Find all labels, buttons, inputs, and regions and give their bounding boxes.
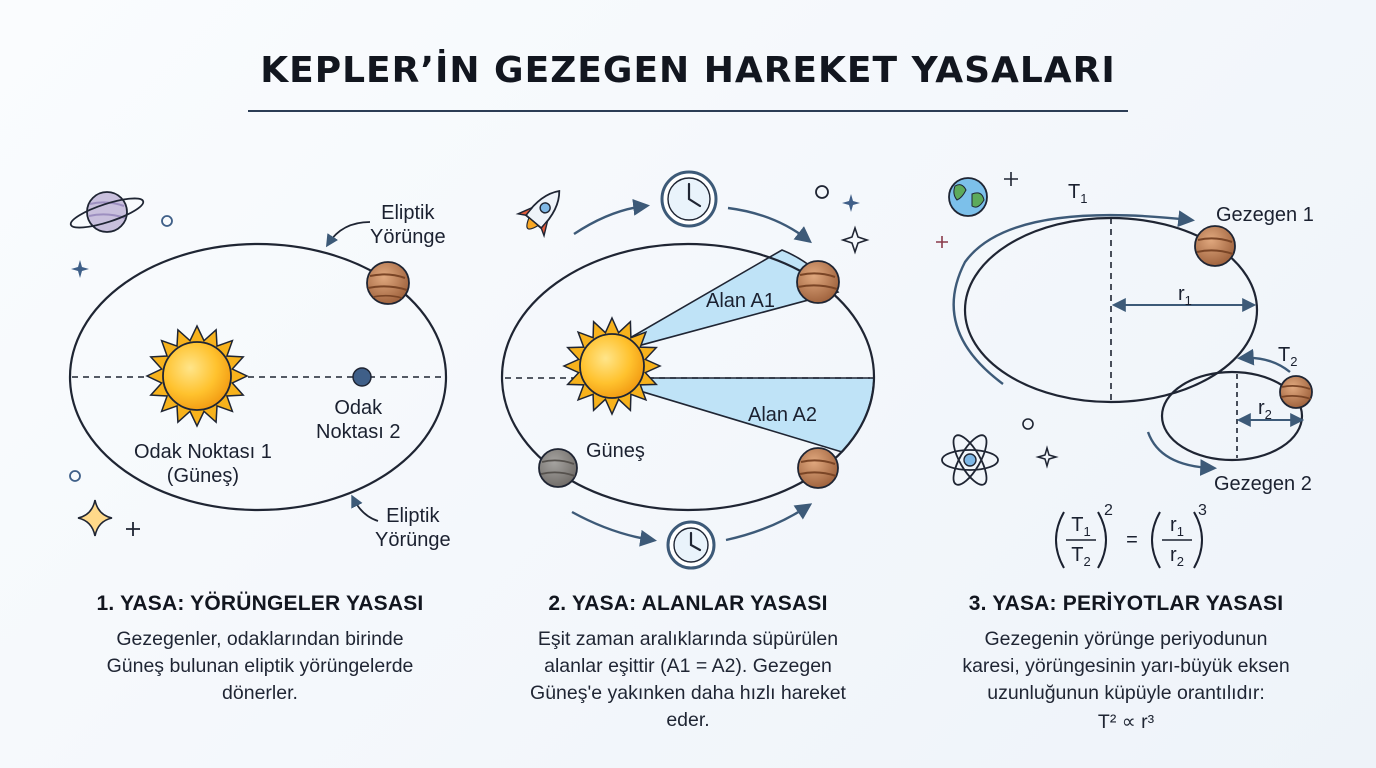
law1-label-arrow-bottom [351,494,379,522]
law2-orbit [500,242,876,512]
label-planet1: Gezegen 1 [1216,204,1314,226]
law1-description: Gezegenler, odaklarından birinde Güneş b… [106,628,414,704]
label-sun: Güneş [586,440,645,462]
plus-icon [936,236,948,248]
equation-exp-left: 2 [1104,502,1113,519]
planet-icon [796,260,840,304]
earth-icon [948,177,988,217]
atom-icon [941,434,999,486]
equation-den-left: T2 [1071,544,1091,569]
period-arrow-t1 [952,210,1196,385]
law1-diagram [68,191,448,537]
law1-label-arrow-top [325,221,371,248]
law2-diagram [500,170,876,570]
time-arrow [727,206,812,244]
equation-exp-right: 3 [1198,502,1207,519]
equation-num-right: r1 [1170,514,1184,539]
focus2-dot [352,367,372,387]
planet-icon [366,261,410,305]
law1-heading: 1. YASA: YÖRÜNGELER YASASI [96,592,424,615]
period-arrow-t2-top [1236,348,1291,373]
law3-formula: T² ∝ r³ [1097,711,1155,733]
label-area-a1: Alan A1 [706,290,775,312]
sparkle-icon [842,194,860,212]
planet-icon [797,447,839,489]
law1-orbit [68,242,448,512]
law3-diagram [936,172,1313,569]
sun-icon [562,316,662,416]
label-focus1: Odak Noktası 1(Güneş) [134,441,272,487]
label-r2: r2 [1258,397,1272,422]
time-arrow [725,503,813,542]
period-arrow-t2-bottom [1146,431,1218,476]
clock-icon [660,170,718,228]
time-arrow [573,198,651,235]
law2-description: Eşit zaman aralıklarında süpürülen alanl… [530,628,846,731]
label-t2: T2 [1278,344,1298,369]
equation-equals: = [1126,529,1138,551]
label-planet2: Gezegen 2 [1214,473,1312,495]
label-t1: T1 [1068,181,1088,206]
plus-icon [126,522,140,536]
page-title: KEPLER’İN GEZEGEN HAREKET YASALARI [260,50,1116,91]
law2-heading: 2. YASA: ALANLAR YASASI [548,592,828,615]
sparkle-icon [1004,172,1018,186]
rocket-icon [515,189,561,239]
clock-icon [666,520,716,570]
small-circle-icon [69,470,81,482]
time-arrow [571,510,657,547]
small-circle-icon [815,185,829,199]
equation-paren [1055,511,1065,569]
equation-paren [1151,511,1161,569]
star-icon [77,499,113,537]
ringed-planet-icon [69,191,145,233]
planet-icon [1279,375,1313,409]
law3-heading: 3. YASA: PERİYOTLAR YASASI [968,592,1284,615]
grey-planet-icon [538,448,578,488]
sparkle-icon [71,260,89,278]
law3-description: Gezegenin yörünge periyodunun karesi, yö… [962,628,1290,704]
equation-num-left: T1 [1071,514,1091,539]
planet-icon [1194,225,1236,267]
small-circle-icon [1022,418,1034,430]
sun-icon [145,324,249,428]
label-r1: r1 [1178,283,1192,308]
sparkle-icon [1035,445,1059,469]
small-circle-icon [161,215,173,227]
equation-paren [1097,511,1107,569]
label-area-a2: Alan A2 [748,404,817,426]
sparkle-icon [840,225,870,255]
equation-den-right: r2 [1170,544,1184,569]
title-underline [248,110,1128,112]
equation-paren [1193,511,1203,569]
